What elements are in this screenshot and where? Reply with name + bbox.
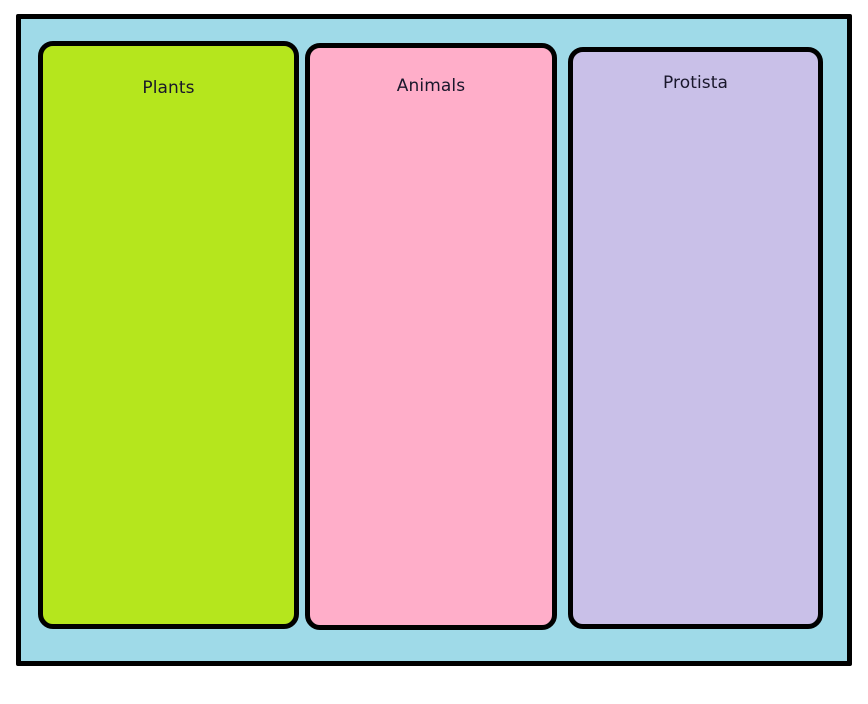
category-label-plants: Plants xyxy=(142,78,195,98)
category-column-plants[interactable]: Plants xyxy=(38,41,299,629)
category-column-protista[interactable]: Protista xyxy=(568,47,823,629)
category-column-animals[interactable]: Animals xyxy=(305,43,557,630)
category-label-protista: Protista xyxy=(662,73,729,93)
diagram-frame: Plants Animals Protista xyxy=(16,14,852,666)
category-label-animals: Animals xyxy=(396,76,466,96)
